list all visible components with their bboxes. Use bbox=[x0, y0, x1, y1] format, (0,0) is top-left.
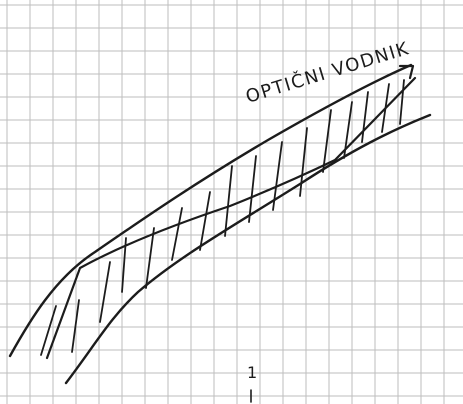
hatch-line bbox=[362, 92, 368, 142]
hatch-line bbox=[100, 262, 110, 322]
hatch-line bbox=[172, 208, 182, 260]
hatch-line bbox=[273, 142, 282, 210]
tick-mark-label: 1 bbox=[247, 363, 257, 382]
hatch-line bbox=[382, 84, 389, 132]
fiber-hatching bbox=[41, 80, 404, 355]
hatch-line bbox=[344, 102, 352, 158]
hatch-line bbox=[41, 306, 56, 355]
hatch-line bbox=[400, 80, 404, 124]
